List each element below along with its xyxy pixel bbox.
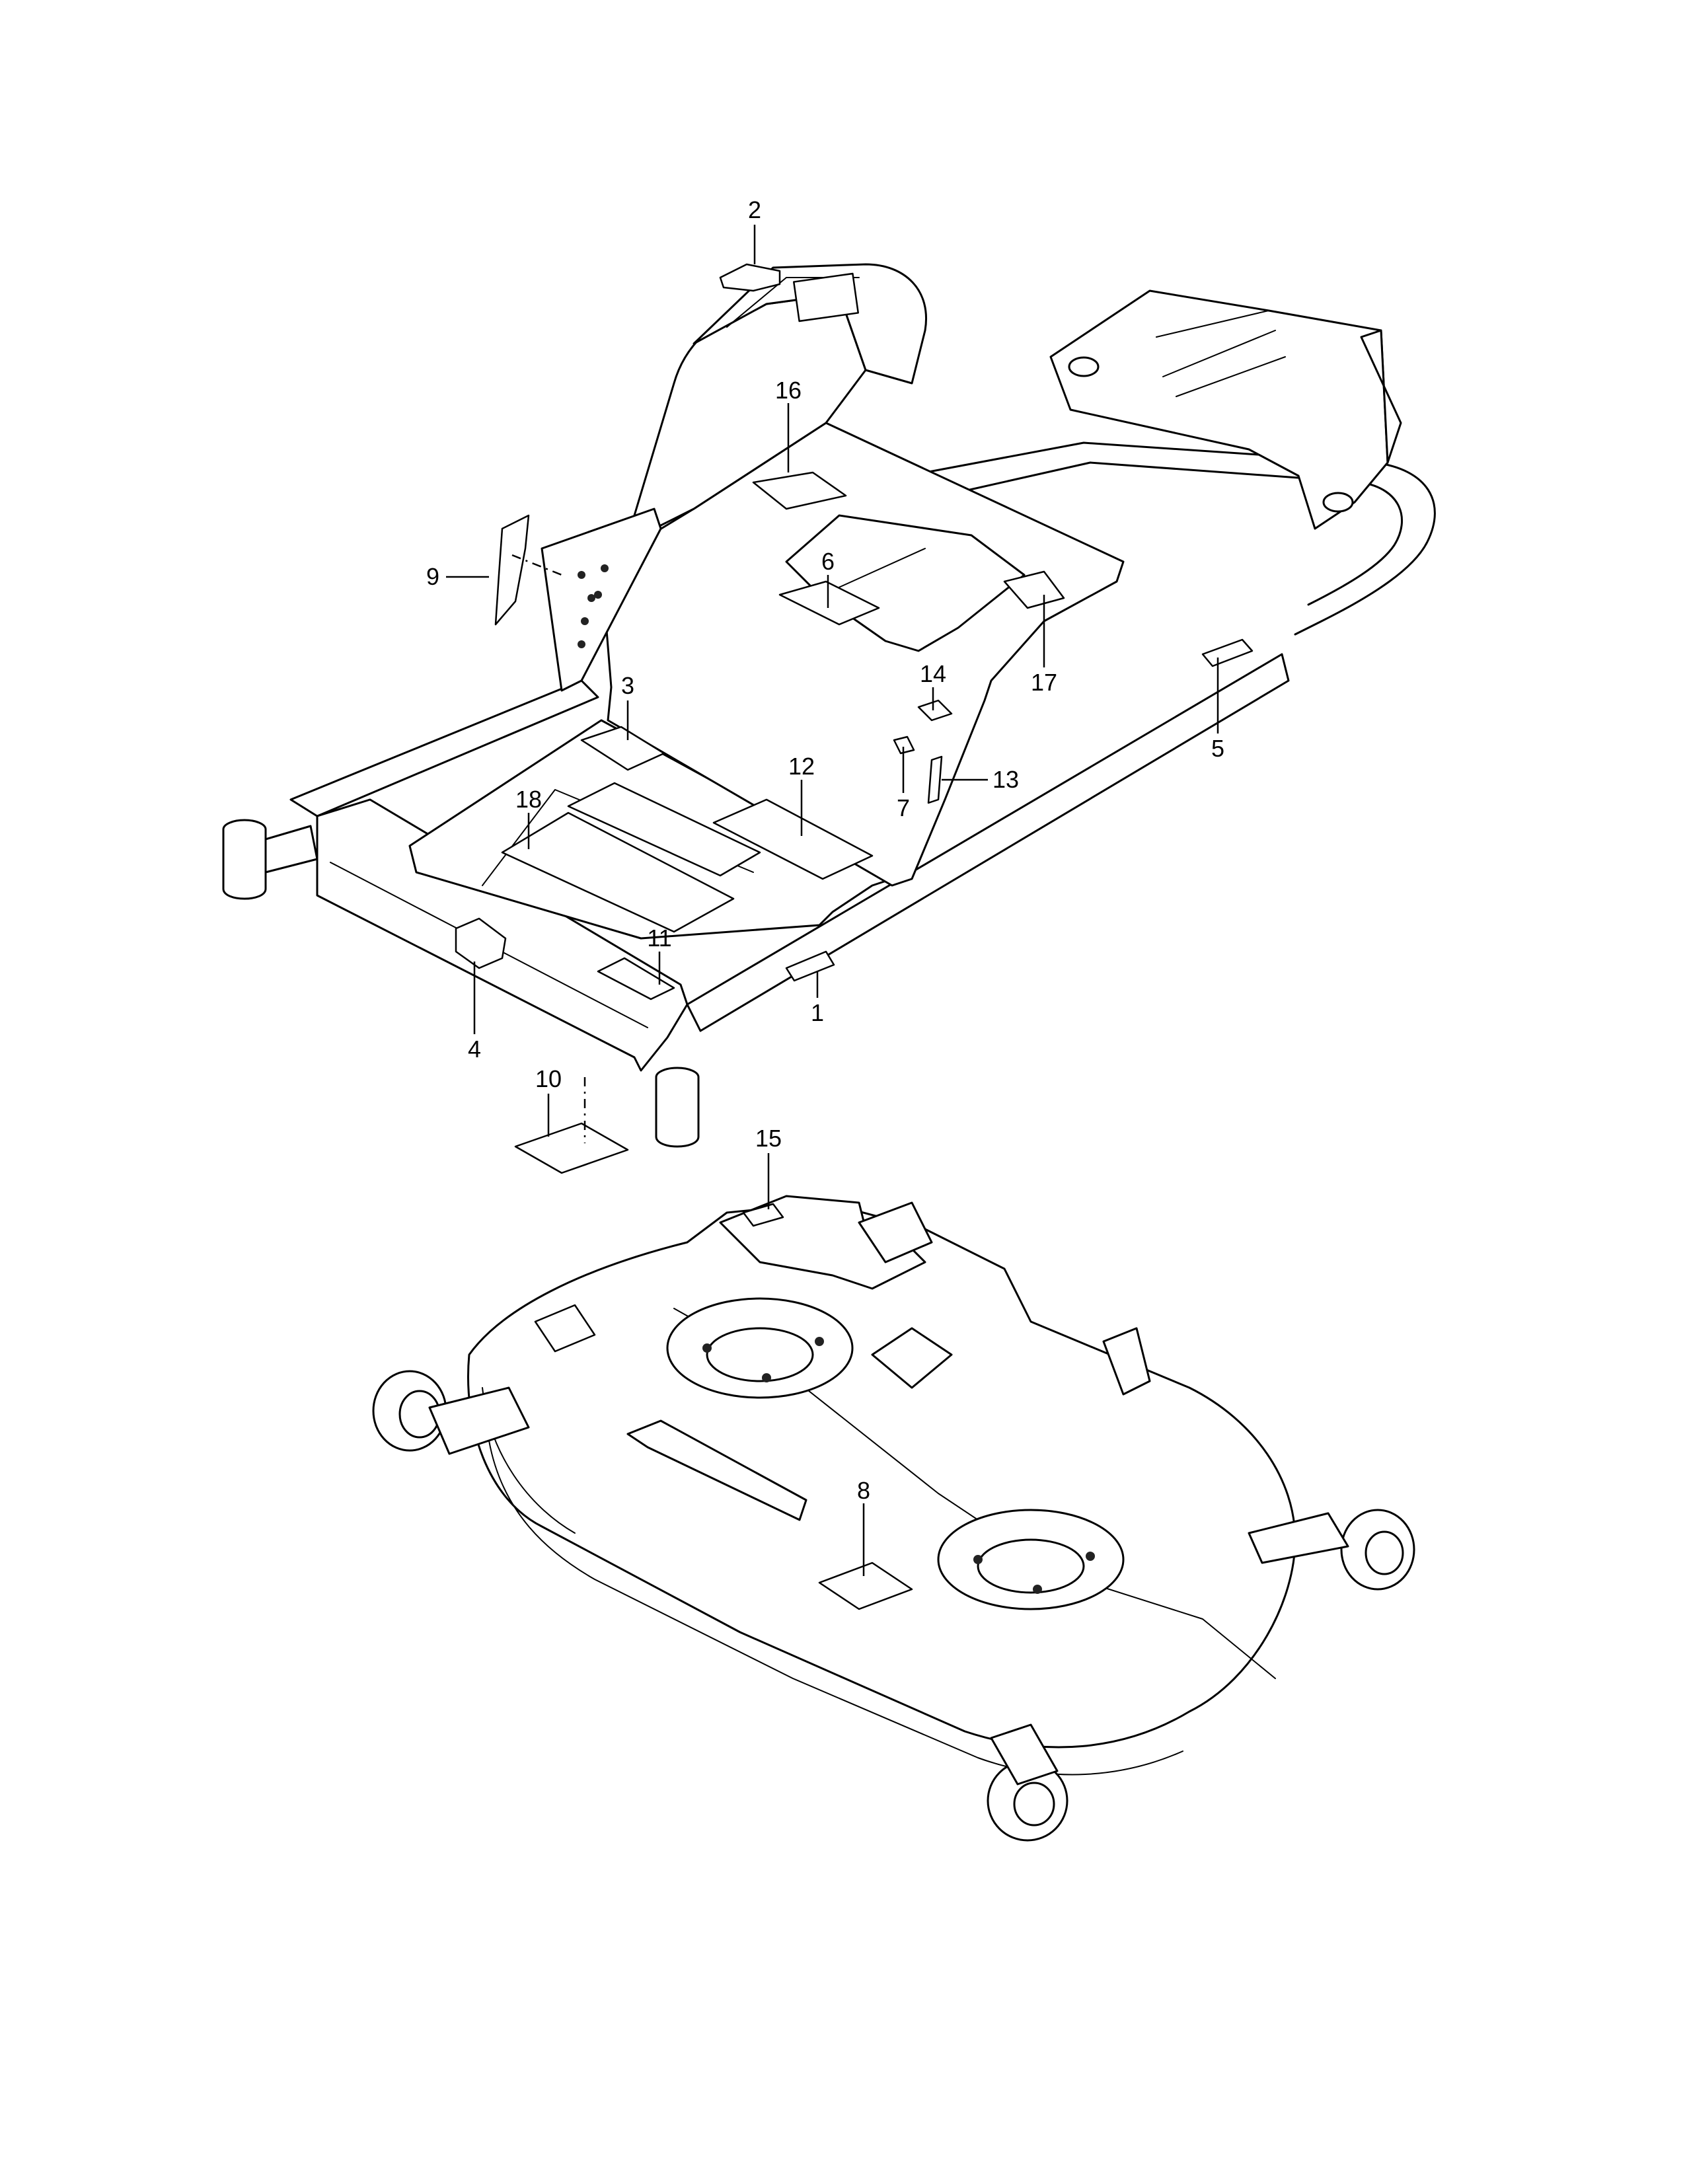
deck-bracket-1 <box>858 1201 933 1263</box>
decal-9 <box>494 514 530 626</box>
callout-3: 3 <box>621 672 634 699</box>
decal-14 <box>917 699 953 722</box>
callout-8: 8 <box>857 1477 870 1504</box>
decal-18a <box>501 811 735 933</box>
frame-assembly <box>222 263 1436 1148</box>
gauge-wheel-right-rear <box>1248 1509 1415 1591</box>
callout-12: 12 <box>788 753 815 780</box>
control-plate <box>541 508 662 692</box>
callout-18: 18 <box>515 786 542 813</box>
frame-rail-left <box>289 679 599 817</box>
decal-17 <box>1003 570 1065 609</box>
decal-12 <box>712 798 874 880</box>
frame-rail-right <box>686 653 1290 1032</box>
decal-10 <box>514 1122 629 1174</box>
decal-6 <box>778 580 880 626</box>
frame-rear-loop <box>924 441 1436 636</box>
decal-18b <box>567 782 761 877</box>
decal-5 <box>1201 638 1254 667</box>
deck-bracket-2 <box>871 1327 953 1389</box>
decal-1 <box>785 950 835 982</box>
decal-3 <box>580 726 665 771</box>
callout-14: 14 <box>920 660 946 687</box>
callout-4: 4 <box>468 1036 481 1063</box>
callout-16: 16 <box>775 377 802 404</box>
rear-bracket <box>1049 289 1389 530</box>
decal-4 <box>455 917 507 969</box>
callout-11: 11 <box>647 924 671 952</box>
decal-16 <box>752 471 847 510</box>
callout-10: 10 <box>535 1065 562 1092</box>
deck-bracket-3 <box>1102 1327 1151 1396</box>
mower-deck <box>372 1195 1415 1842</box>
callout-7: 7 <box>897 794 910 821</box>
leader-lines <box>446 225 1219 1576</box>
decal-7 <box>893 735 915 755</box>
decal-11 <box>597 957 675 1000</box>
gauge-wheel-left <box>372 1370 530 1455</box>
callout-17: 17 <box>1031 669 1057 696</box>
caster-tube-right <box>655 1067 700 1148</box>
decal-2 <box>719 263 781 292</box>
callout-15: 15 <box>755 1125 782 1152</box>
decal-8 <box>818 1562 913 1610</box>
callout-13: 13 <box>992 766 1019 793</box>
callout-2: 2 <box>748 196 761 223</box>
dash-top <box>693 263 927 385</box>
callout-5: 5 <box>1211 735 1224 762</box>
deck-bracket-4 <box>626 1419 807 1521</box>
decal-shapes <box>455 263 1254 1174</box>
deck-decal-left <box>534 1304 596 1353</box>
plate-holes <box>578 564 609 648</box>
caster-tube-left <box>222 819 318 900</box>
gauge-wheel-right-front <box>987 1723 1068 1842</box>
decal-15 <box>742 1203 784 1227</box>
callout-9: 9 <box>426 563 439 590</box>
callout-6: 6 <box>821 548 835 575</box>
callout-1: 1 <box>811 999 824 1026</box>
callout-labels: 1 2 3 4 5 6 7 8 9 10 11 12 13 14 15 16 1… <box>426 196 1224 1504</box>
decal-13 <box>927 755 943 804</box>
